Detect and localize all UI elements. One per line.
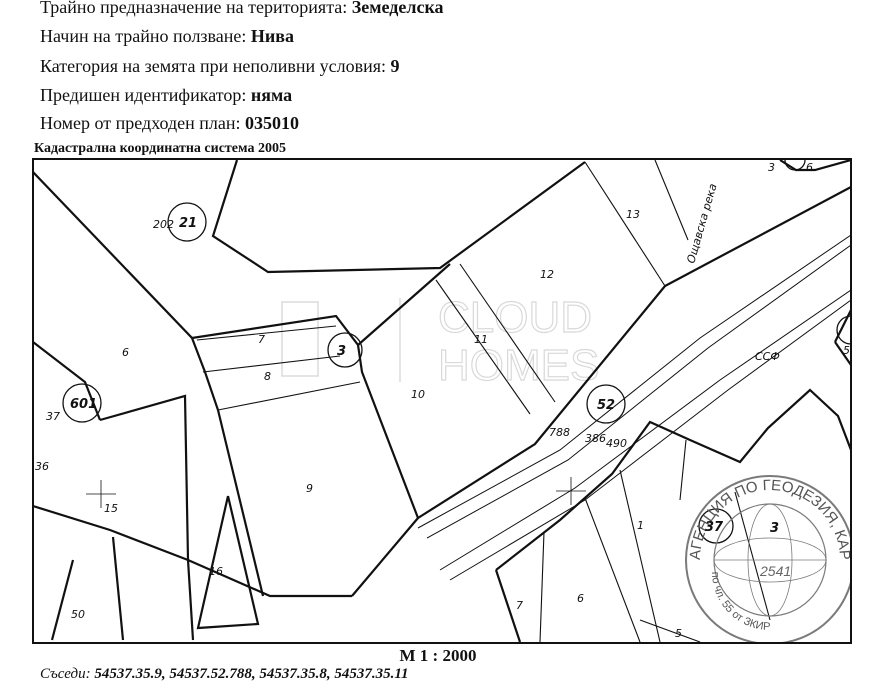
parcel-label: 3: [770, 521, 779, 536]
neighbours-line: Съседи: 54537.35.9, 54537.52.788, 54537.…: [40, 666, 409, 683]
parcel-label: 3: [337, 344, 346, 359]
parcel-label: 15: [104, 502, 118, 515]
info-line-purpose: Трайно предназначение на територията: Зе…: [40, 0, 444, 18]
parcel-label: 7: [516, 599, 523, 612]
info-value: няма: [250, 85, 293, 105]
parcel-label: 1: [637, 519, 644, 532]
parcel-label: 12: [540, 268, 554, 281]
info-line-previous-plan: Номер от предходен план: 035010: [40, 112, 299, 134]
parcel-label: 5: [675, 627, 682, 640]
parcel-label: 788: [549, 426, 570, 439]
parcel-label: 13: [626, 208, 640, 221]
info-value: 035010: [245, 113, 300, 133]
parcel-label: 490: [606, 437, 627, 450]
info-line-category: Категория на земята при неполивни услови…: [40, 55, 400, 77]
info-label: Начин на трайно ползване:: [40, 26, 247, 46]
parcel-label: 21: [179, 216, 197, 231]
parcel-label: 9: [306, 482, 313, 495]
info-label: Номер от предходен план:: [40, 113, 241, 133]
parcel-label: 11: [474, 333, 488, 346]
river-label: Ощавска река: [684, 182, 719, 265]
stamp-number: 2541: [759, 563, 791, 579]
parcel-boundaries: [33, 159, 851, 643]
parcel-label: 6: [122, 346, 129, 359]
parcel-label: 36: [35, 460, 49, 473]
neighbours-value: 54537.35.9, 54537.52.788, 54537.35.8, 54…: [94, 666, 409, 682]
info-value: Земеделска: [351, 0, 444, 17]
crosshair-markers: [86, 477, 586, 508]
info-label: Предишен идентификатор:: [40, 85, 247, 105]
watermark: CLOUD HOMES: [281, 292, 600, 391]
neighbour-label: 202: [153, 218, 174, 231]
stamp-bottom-text: по чл. 55 от ЗКИР: [709, 571, 771, 633]
watermark-logo-icon: [281, 301, 319, 377]
parcel-label: 37: [46, 410, 60, 423]
info-value: 9: [390, 56, 400, 76]
parcel-label: 6: [577, 592, 584, 605]
watermark-line1: CLOUD: [438, 293, 592, 342]
map-frame: [32, 158, 852, 644]
parcel-label: 3: [768, 161, 775, 174]
parcel-label: 50: [71, 608, 85, 621]
parcel-label: 52: [597, 398, 615, 413]
parcel-label: 16: [209, 565, 223, 578]
info-value: Нива: [250, 26, 295, 46]
map-scale: M 1 : 2000: [399, 646, 477, 665]
info-label: Категория на земята при неполивни услови…: [40, 56, 387, 76]
agency-stamp-icon: АГЕНЦИЯ ПО ГЕОДЕЗИЯ, КАРТОГРАФИЯ И КАДАС…: [33, 159, 851, 643]
map-title: Кадастрална координатна система 2005: [34, 141, 286, 156]
info-line-usage: Начин на трайно ползване: Нива: [40, 25, 294, 47]
parcel-label: 10: [411, 388, 425, 401]
parcel-divisions: [196, 159, 771, 643]
parcel-label: 6: [806, 161, 813, 174]
neighbours-label: Съседи:: [40, 666, 91, 682]
parcel-label: 8: [264, 370, 271, 383]
parcel-label: 601: [70, 397, 97, 412]
parcel-label: ССФ: [755, 350, 780, 363]
parcel-label: 7: [258, 333, 265, 346]
road-lines: [417, 234, 851, 581]
info-label: Трайно предназначение на територията:: [40, 0, 348, 17]
stamp-text: АГЕНЦИЯ ПО ГЕОДЕЗИЯ, КАРТОГРАФИЯ И КАДАС…: [33, 159, 851, 560]
parcel-label: 386: [585, 432, 606, 445]
parcel-label: 37: [705, 520, 724, 535]
parcel-label: 5: [843, 344, 850, 357]
info-line-previous-id: Предишен идентификатор: няма: [40, 84, 292, 106]
